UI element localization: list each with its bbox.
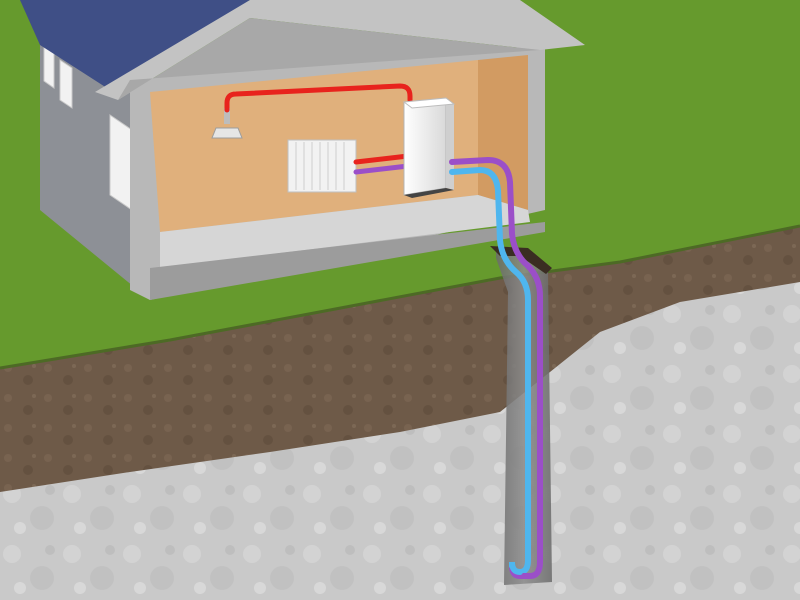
radiator-hot-pipe bbox=[353, 153, 411, 165]
ground-loop-warm-pipe bbox=[449, 156, 543, 579]
radiator bbox=[287, 139, 357, 193]
heat-pump bbox=[402, 97, 456, 198]
window bbox=[59, 59, 73, 109]
roof bbox=[20, 0, 250, 90]
roof-fascia bbox=[95, 0, 585, 100]
roof-underside bbox=[118, 18, 540, 100]
soil-layer bbox=[0, 226, 800, 492]
hot-supply-pipe bbox=[224, 83, 413, 113]
floor-slab-edge bbox=[150, 222, 545, 300]
window bbox=[109, 114, 133, 211]
ground-loop-cold-pipe bbox=[449, 166, 531, 575]
soil-top-edge bbox=[0, 224, 800, 370]
ground-loop-u-bend bbox=[509, 561, 523, 575]
interior-right-wall bbox=[478, 55, 528, 210]
radiator-return-pipe bbox=[353, 163, 411, 175]
ceiling-outlet bbox=[211, 127, 243, 139]
ceiling-outlet-stem bbox=[224, 108, 230, 124]
bedrock-layer bbox=[0, 280, 800, 600]
interior-floor bbox=[160, 195, 530, 268]
